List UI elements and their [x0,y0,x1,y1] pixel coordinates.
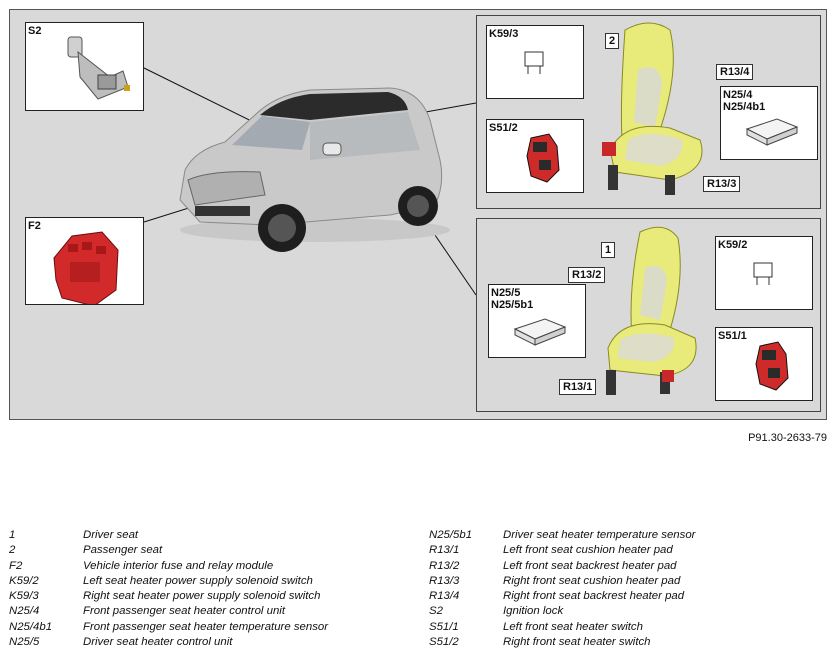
driver-seat-illustration [606,226,697,395]
passenger-seat-illustration [602,22,703,195]
k59-3-box: K59/3 [486,25,584,99]
legend-code: K59/2 [9,574,39,587]
passenger-seat-panel: K59/3 S51/2 N25/4 N25/4b1 2 [476,15,821,209]
k59-2-label: K59/2 [718,239,748,251]
legend-description: Ignition lock [503,605,564,618]
legend-item: F2 Vehicle interior fuse and relay module [9,559,419,574]
legend-item: N25/5b1 Driver seat heater temperature se… [429,528,829,543]
legend-code: N25/4b1 [9,620,53,633]
n25-5b1-label: N25/5b1 [491,299,534,311]
f2-label: F2 [28,220,41,232]
legend-code: N25/4 [9,605,40,618]
diagram-graphics [143,22,703,395]
legend-description: Left front seat cushion heater pad [503,544,673,557]
legend-code: S2 [429,605,443,618]
legend-description: Front passenger seat heater control unit [83,605,285,618]
legend-code: R13/1 [429,544,460,557]
legend-description: Left seat heater power supply solenoid s… [83,574,313,587]
solenoid-switch-icon [753,262,773,285]
solenoid-switch-icon [524,51,544,74]
seat-heater-control-unit-icon [513,318,567,346]
callout-r13-2: R13/2 [568,267,606,283]
s2-label: S2 [28,25,42,37]
figure-reference-number: P91.30-2633-79 [748,432,827,444]
legend-description: Right front seat cushion heater pad [503,574,681,587]
callout-passenger-seat: 2 [605,33,620,49]
s51-1-box: S51/1 [715,327,813,401]
legend-code: R13/4 [429,590,460,603]
ignition-lock-icon [67,36,130,100]
legend-item: 2 Passenger seat [9,543,419,558]
legend-item: 1 Driver seat [9,528,419,543]
legend-item: S51/2 Right front seat heater switch [429,635,829,650]
s51-2-box: S51/2 [486,119,584,193]
seat-heater-switch-icon [755,341,789,391]
legend-item: K59/2 Left seat heater power supply solen… [9,574,419,589]
legend-description: Left front seat heater switch [503,620,643,633]
legend-description: Driver seat heater control unit [83,636,233,649]
n25-5-label: N25/5 [491,287,521,299]
legend-description: Right front seat backrest heater pad [503,590,685,603]
legend-item: R13/1 Left front seat cushion heater pad [429,543,829,558]
callout-r13-4: R13/4 [716,64,754,80]
legend-description: Front passenger seat heater temperature … [83,620,329,633]
legend-description: Right front seat heater switch [503,636,651,649]
callout-r13-1: R13/1 [559,379,597,395]
legend-code: K59/3 [9,590,39,603]
driver-seat-panel: K59/2 N25/5 N25/5b1 S51/1 1 [476,218,821,412]
legend-item: K59/3 Right seat heater power supply sole… [9,589,419,604]
legend-item: N25/4b1 Front passenger seat heater tempe… [9,620,419,635]
legend-code: S51/2 [429,636,459,649]
s51-2-label: S51/2 [489,122,518,134]
n25-4-label: N25/4 [723,89,753,101]
legend-code: F2 [9,559,23,572]
seat-heater-control-unit-icon [745,118,799,146]
legend-description: Vehicle interior fuse and relay module [83,559,274,572]
legend-column-right: N25/5b1 Driver seat heater temperature se… [429,528,829,650]
car-illustration [179,87,450,252]
f2-box: F2 [25,217,144,305]
legend-description: Passenger seat [83,544,163,557]
s2-box: S2 [25,22,144,111]
seat-heater-switch-icon [526,133,560,183]
n25-5-box: N25/5 N25/5b1 [488,284,586,358]
legend-code: N25/5 [9,636,40,649]
legend-item: R13/4 Right front seat backrest heater pa… [429,589,829,604]
legend-description: Right seat heater power supply solenoid … [83,590,321,603]
legend-code: S51/1 [429,620,459,633]
s51-1-label: S51/1 [718,330,747,342]
legend-item: S2 Ignition lock [429,604,829,619]
legend-item: N25/4 Front passenger seat heater control… [9,604,419,619]
legend-item: N25/5 Driver seat heater control unit [9,635,419,650]
legend-code: 1 [9,529,16,541]
callout-r13-3: R13/3 [703,176,741,192]
legend-description: Driver seat [83,529,139,541]
n25-4b1-label: N25/4b1 [723,101,766,113]
legend-description: Driver seat heater temperature sensor [503,529,696,541]
legend-item: S51/1 Left front seat heater switch [429,620,829,635]
legend-description: Left front seat backrest heater pad [503,559,677,572]
legend-item: R13/3 Right front seat cushion heater pad [429,574,829,589]
legend-code: R13/2 [429,559,460,572]
legend-code: N25/5b1 [429,529,473,541]
legend-code: R13/3 [429,574,460,587]
callout-driver-seat: 1 [601,242,616,258]
k59-2-box: K59/2 [715,236,813,310]
n25-4-box: N25/4 N25/4b1 [720,86,818,160]
legend-code: 2 [9,544,16,557]
fuse-relay-module-icon [53,231,119,304]
k59-3-label: K59/3 [489,28,519,40]
diagram-figure: S2 F2 K59/3 [9,9,827,420]
legend-item: R13/2 Left front seat backrest heater pad [429,559,829,574]
